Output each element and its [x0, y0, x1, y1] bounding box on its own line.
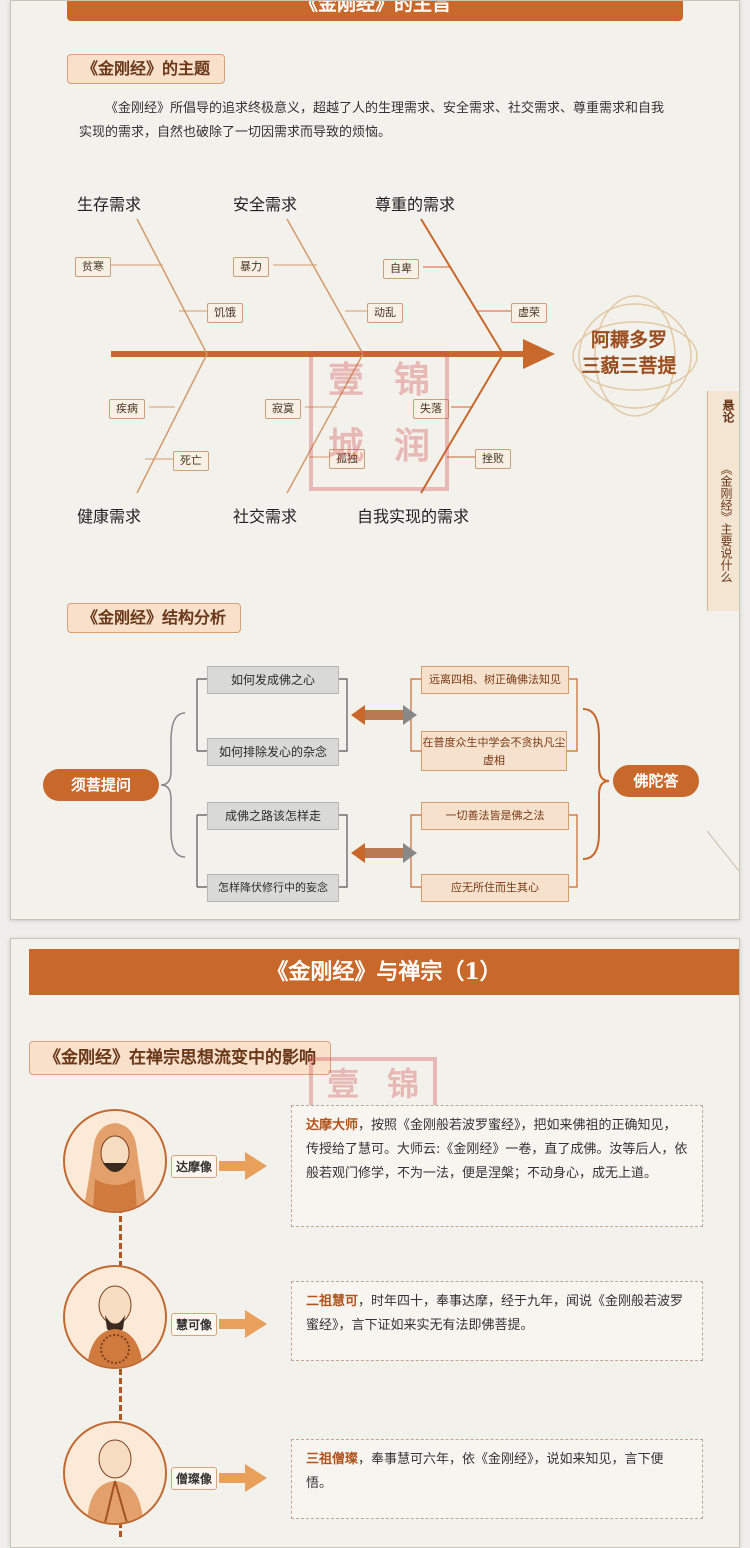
theme-paragraph: 《金刚经》所倡导的追求终极意义，超越了人的生理需求、安全需求、社交需求、尊重需求…: [79, 101, 665, 140]
sengcan-portrait: [63, 1421, 167, 1525]
sengcan-label: 僧璨像: [171, 1467, 218, 1490]
sengcan-description: 三祖僧璨，奉事慧可六年，依《金刚经》，说如来知见，言下便悟。: [291, 1439, 703, 1519]
page-top: 《金刚经》的主旨 《金刚经》的主题 《金刚经》所倡导的追求终极意义，超越了人的生…: [10, 0, 740, 920]
entry-name: 二祖慧可: [306, 1294, 359, 1309]
entry-text: ，时年四十，奉事达摩，经于九年，闻说《金刚般若波罗蜜经》，言下证如来实无有法即佛…: [306, 1294, 684, 1333]
spine-arrowhead: [523, 339, 555, 369]
banner-title: 《金刚经》的主旨: [298, 0, 451, 15]
entry-text: ，按照《金刚般若波罗蜜经》，把如来佛祖的正确知见，传授给了慧可。大师云:《金刚经…: [306, 1118, 688, 1181]
goal-line-2: 三藐三菩提: [581, 355, 677, 377]
buddha-answers-oval: 佛陀答: [613, 765, 699, 797]
arrow-shaft-2: [219, 1319, 247, 1329]
entry-name: 达摩大师: [306, 1118, 359, 1133]
bodhidharma-description: 达摩大师，按照《金刚般若波罗蜜经》，把如来佛祖的正确知见，传授给了慧可。大师云:…: [291, 1105, 703, 1227]
stamp-char: 锦: [393, 359, 430, 401]
header-social: 社交需求: [233, 507, 298, 526]
fold-line: [706, 830, 739, 872]
stamp-char: 壹: [326, 1065, 359, 1103]
chip-inferiority: 自卑: [383, 259, 419, 279]
answer-1: 远离四相、树正确佛法知见: [421, 666, 569, 694]
header-self-actualization: 自我实现的需求: [357, 507, 470, 526]
question-1: 如何发成佛之心: [207, 666, 339, 694]
page-banner-2: 《金刚经》与禅宗（1）: [29, 949, 739, 995]
monk-figure-icon: [87, 1285, 143, 1367]
answer-2: 在普度众生中学会不贪执凡尘虚相: [421, 731, 567, 771]
side-tab: [707, 391, 739, 611]
arrow-shaft-1: [219, 1161, 247, 1171]
question-3: 成佛之路该怎样走: [207, 802, 339, 830]
stamp-char: 壹: [327, 359, 364, 401]
question-2: 如何排除发心的杂念: [207, 738, 339, 766]
theme-section-title: 《金刚经》的主题: [67, 54, 226, 84]
structure-section-title: 《金刚经》结构分析: [67, 603, 242, 633]
stamp-char: 城: [327, 425, 364, 467]
watermark-stamp: 壹 锦 城 润: [309, 351, 449, 491]
lotus-icon: [572, 295, 698, 417]
bone-bottom-1: [136, 353, 208, 494]
stamp-char: 润: [393, 425, 430, 467]
header-health: 健康需求: [77, 507, 142, 526]
bodhidharma-portrait: [63, 1109, 167, 1213]
chip-violence: 暴力: [233, 257, 269, 277]
influence-section-title: 《金刚经》在禅宗思想流变中的影响: [29, 1041, 331, 1075]
answer-3: 一切善法皆是佛之法: [421, 802, 569, 830]
bodhidharma-label: 达摩像: [171, 1155, 218, 1178]
huike-description: 二祖慧可，时年四十，奉事达摩，经于九年，闻说《金刚般若波罗蜜经》，言下证如来实无…: [291, 1281, 703, 1361]
entry-text: ，奉事慧可六年，依《金刚经》，说如来知见，言下便悟。: [306, 1452, 664, 1491]
header-survival: 生存需求: [77, 195, 142, 214]
question-4: 怎样降伏修行中的妄念: [207, 874, 339, 902]
arrow-head-3: [245, 1464, 267, 1492]
bone-top-2: [286, 218, 364, 355]
arrow-shaft-3: [219, 1473, 247, 1483]
bone-bottom-2: [286, 353, 364, 494]
double-arrow-1: [351, 705, 417, 725]
chip-solitude: 孤独: [329, 449, 365, 469]
double-arrow-2: [351, 843, 417, 863]
page-banner: 《金刚经》的主旨: [67, 0, 683, 21]
subhuti-asks-oval: 须菩提问: [43, 769, 159, 801]
bone-bottom-3: [420, 353, 504, 494]
huike-portrait: [63, 1265, 167, 1369]
goal-line-1: 阿耨多罗: [590, 329, 667, 351]
chip-loneliness: 寂寞: [265, 399, 301, 419]
header-esteem: 尊重的需求: [375, 195, 456, 214]
lineage-line: [119, 1207, 122, 1537]
bone-top-3: [420, 218, 504, 355]
chip-loss: 失落: [413, 399, 449, 419]
answer-brackets: [410, 678, 610, 888]
chip-unrest: 动乱: [367, 303, 403, 323]
chip-setback: 挫败: [475, 449, 511, 469]
bone-top-1: [136, 218, 208, 355]
monk-figure-icon: [83, 1123, 147, 1211]
chip-poverty: 贫寒: [75, 257, 111, 277]
stamp-char: 锦: [386, 1065, 419, 1103]
chip-death: 死亡: [173, 451, 209, 471]
page-bottom: 《金刚经》与禅宗（1） 《金刚经》在禅宗思想流变中的影响 壹 锦 城 润 达摩像…: [10, 938, 740, 1548]
chip-illness: 疾病: [109, 399, 145, 419]
monk-figure-icon: [87, 1439, 143, 1523]
side-tab-body: 《金刚经》主要说什么: [719, 463, 733, 583]
huike-label: 慧可像: [171, 1313, 218, 1336]
arrow-head-2: [245, 1310, 267, 1338]
chip-hunger: 饥饿: [207, 303, 243, 323]
banner-title-2: 《金刚经》与禅宗（1）: [266, 959, 502, 985]
answer-4: 应无所住而生其心: [421, 874, 569, 902]
structure-brackets: [160, 678, 348, 888]
chip-vanity: 虚荣: [511, 303, 547, 323]
fishbone-diagram: [111, 218, 739, 888]
goal-text: 阿耨多罗 三藐三菩提: [559, 327, 699, 379]
entry-name: 三祖僧璨: [306, 1452, 359, 1467]
header-safety: 安全需求: [233, 195, 298, 214]
side-tab-top: 悬论: [721, 399, 735, 423]
arrow-head-1: [245, 1152, 267, 1180]
